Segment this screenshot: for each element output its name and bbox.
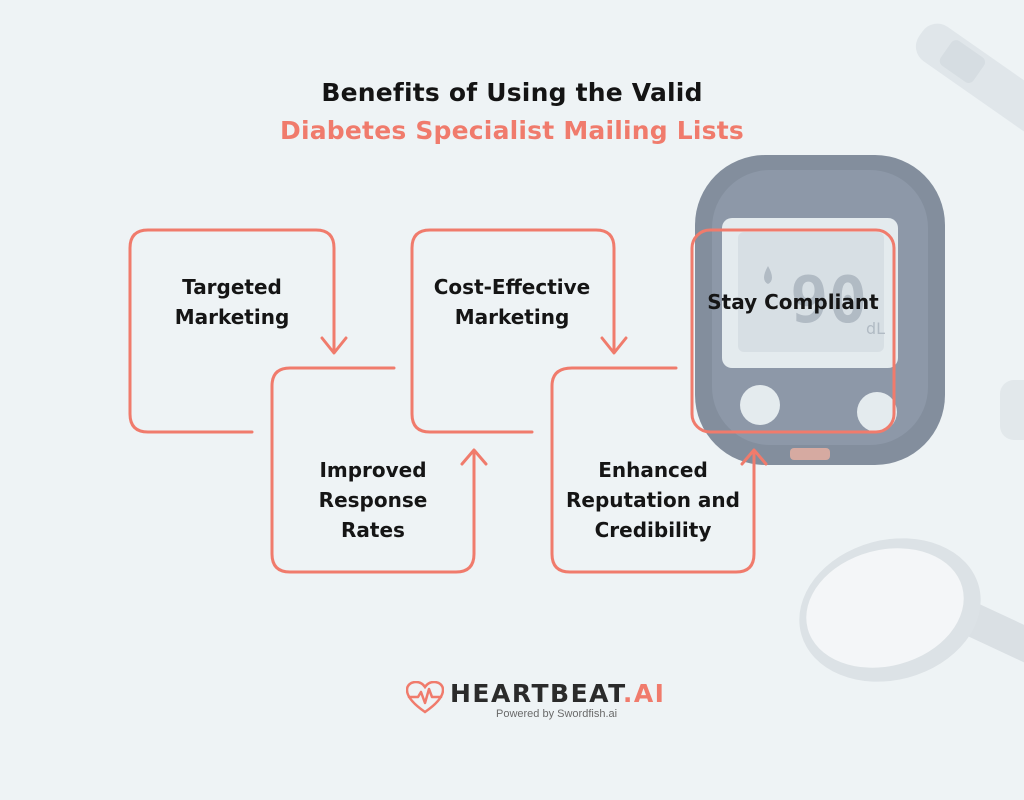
step-enhanced-reputation: Enhanced Reputation and Credibility [566, 458, 740, 542]
step-stay-compliant: Stay Compliant [707, 290, 879, 314]
box-targeted-marketing [128, 228, 336, 434]
lancet-pen-image [915, 23, 1024, 142]
logo-tagline: Powered by Swordfish.ai [496, 708, 618, 720]
box-enhanced-reputation [550, 366, 756, 574]
box-improved-response [270, 366, 476, 574]
logo-text: HEARTBEAT.AI [450, 679, 665, 708]
box-stay-compliant [690, 228, 896, 434]
logo-name: HEARTBEAT [450, 679, 623, 708]
step-cost-effective-marketing: Cost-Effective Marketing [433, 275, 591, 329]
vial-image [1000, 380, 1024, 440]
sugar-spoon-image [799, 538, 1024, 682]
title-line-2: Diabetes Specialist Mailing Lists [280, 116, 744, 145]
logo-suffix: .AI [622, 679, 666, 708]
arrow-down-3 [600, 336, 628, 355]
meter-reading: 90 [790, 264, 867, 338]
step-targeted-marketing: Targeted Marketing [174, 275, 290, 329]
title-line-1: Benefits of Using the Valid [321, 78, 703, 107]
heart-pulse-icon [406, 681, 444, 714]
brand-logo: HEARTBEAT.AI Powered by Swordfish.ai [404, 677, 664, 723]
flow-lines [128, 228, 896, 574]
meter-unit: dL [866, 319, 885, 338]
arrow-down-1 [320, 336, 348, 355]
arrow-up-2 [460, 448, 488, 466]
box-cost-effective [410, 228, 616, 434]
step-improved-response-rates: Improved Response Rates [318, 458, 428, 542]
arrow-up-4 [740, 448, 768, 466]
